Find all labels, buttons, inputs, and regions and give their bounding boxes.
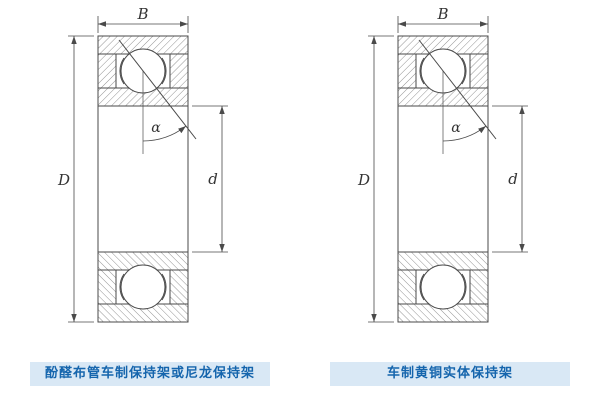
- bore-diameter-label: d: [208, 170, 218, 188]
- contact-angle-annotation: α: [118, 39, 197, 154]
- contact-angle-annotation: α: [418, 39, 497, 154]
- figure-right: α B D d: [320, 6, 580, 386]
- contact-angle-line: [418, 39, 497, 140]
- outer-diameter-label: D: [357, 171, 370, 189]
- contact-angle-line: [118, 39, 197, 140]
- dimension-B: [97, 16, 189, 33]
- figure-row: α B D: [20, 6, 580, 386]
- bearing-section-bottom: [397, 251, 489, 323]
- dimension-D: [368, 35, 394, 323]
- bearing-diagram-left: α B D: [57, 6, 228, 323]
- figure-left: α B D: [20, 6, 280, 386]
- dimension-D: [68, 35, 94, 323]
- bearing-diagram-right: α B D d: [357, 6, 528, 323]
- caption-bar-right: 车制黄铜实体保持架: [330, 362, 570, 386]
- angle-arc-arrow: [442, 125, 487, 142]
- bearing-section-bottom: [97, 251, 189, 323]
- bore-diameter-label: d: [508, 170, 518, 188]
- contact-angle-label: α: [151, 120, 161, 136]
- dimension-d: [192, 105, 228, 253]
- contact-angle-label: α: [451, 120, 461, 136]
- width-label: B: [136, 6, 148, 23]
- bearing-body: [397, 35, 489, 323]
- width-label: B: [436, 6, 448, 23]
- bore-lines: [97, 106, 189, 252]
- angle-arc-arrow: [142, 125, 187, 142]
- bore-lines: [397, 106, 489, 252]
- dimension-B: [397, 16, 489, 33]
- outer-diameter-label: D: [57, 171, 70, 189]
- caption-bar-left: 酚醛布管车制保持架或尼龙保持架: [30, 362, 270, 386]
- bearing-body: [97, 35, 189, 323]
- dimension-d: [492, 105, 528, 253]
